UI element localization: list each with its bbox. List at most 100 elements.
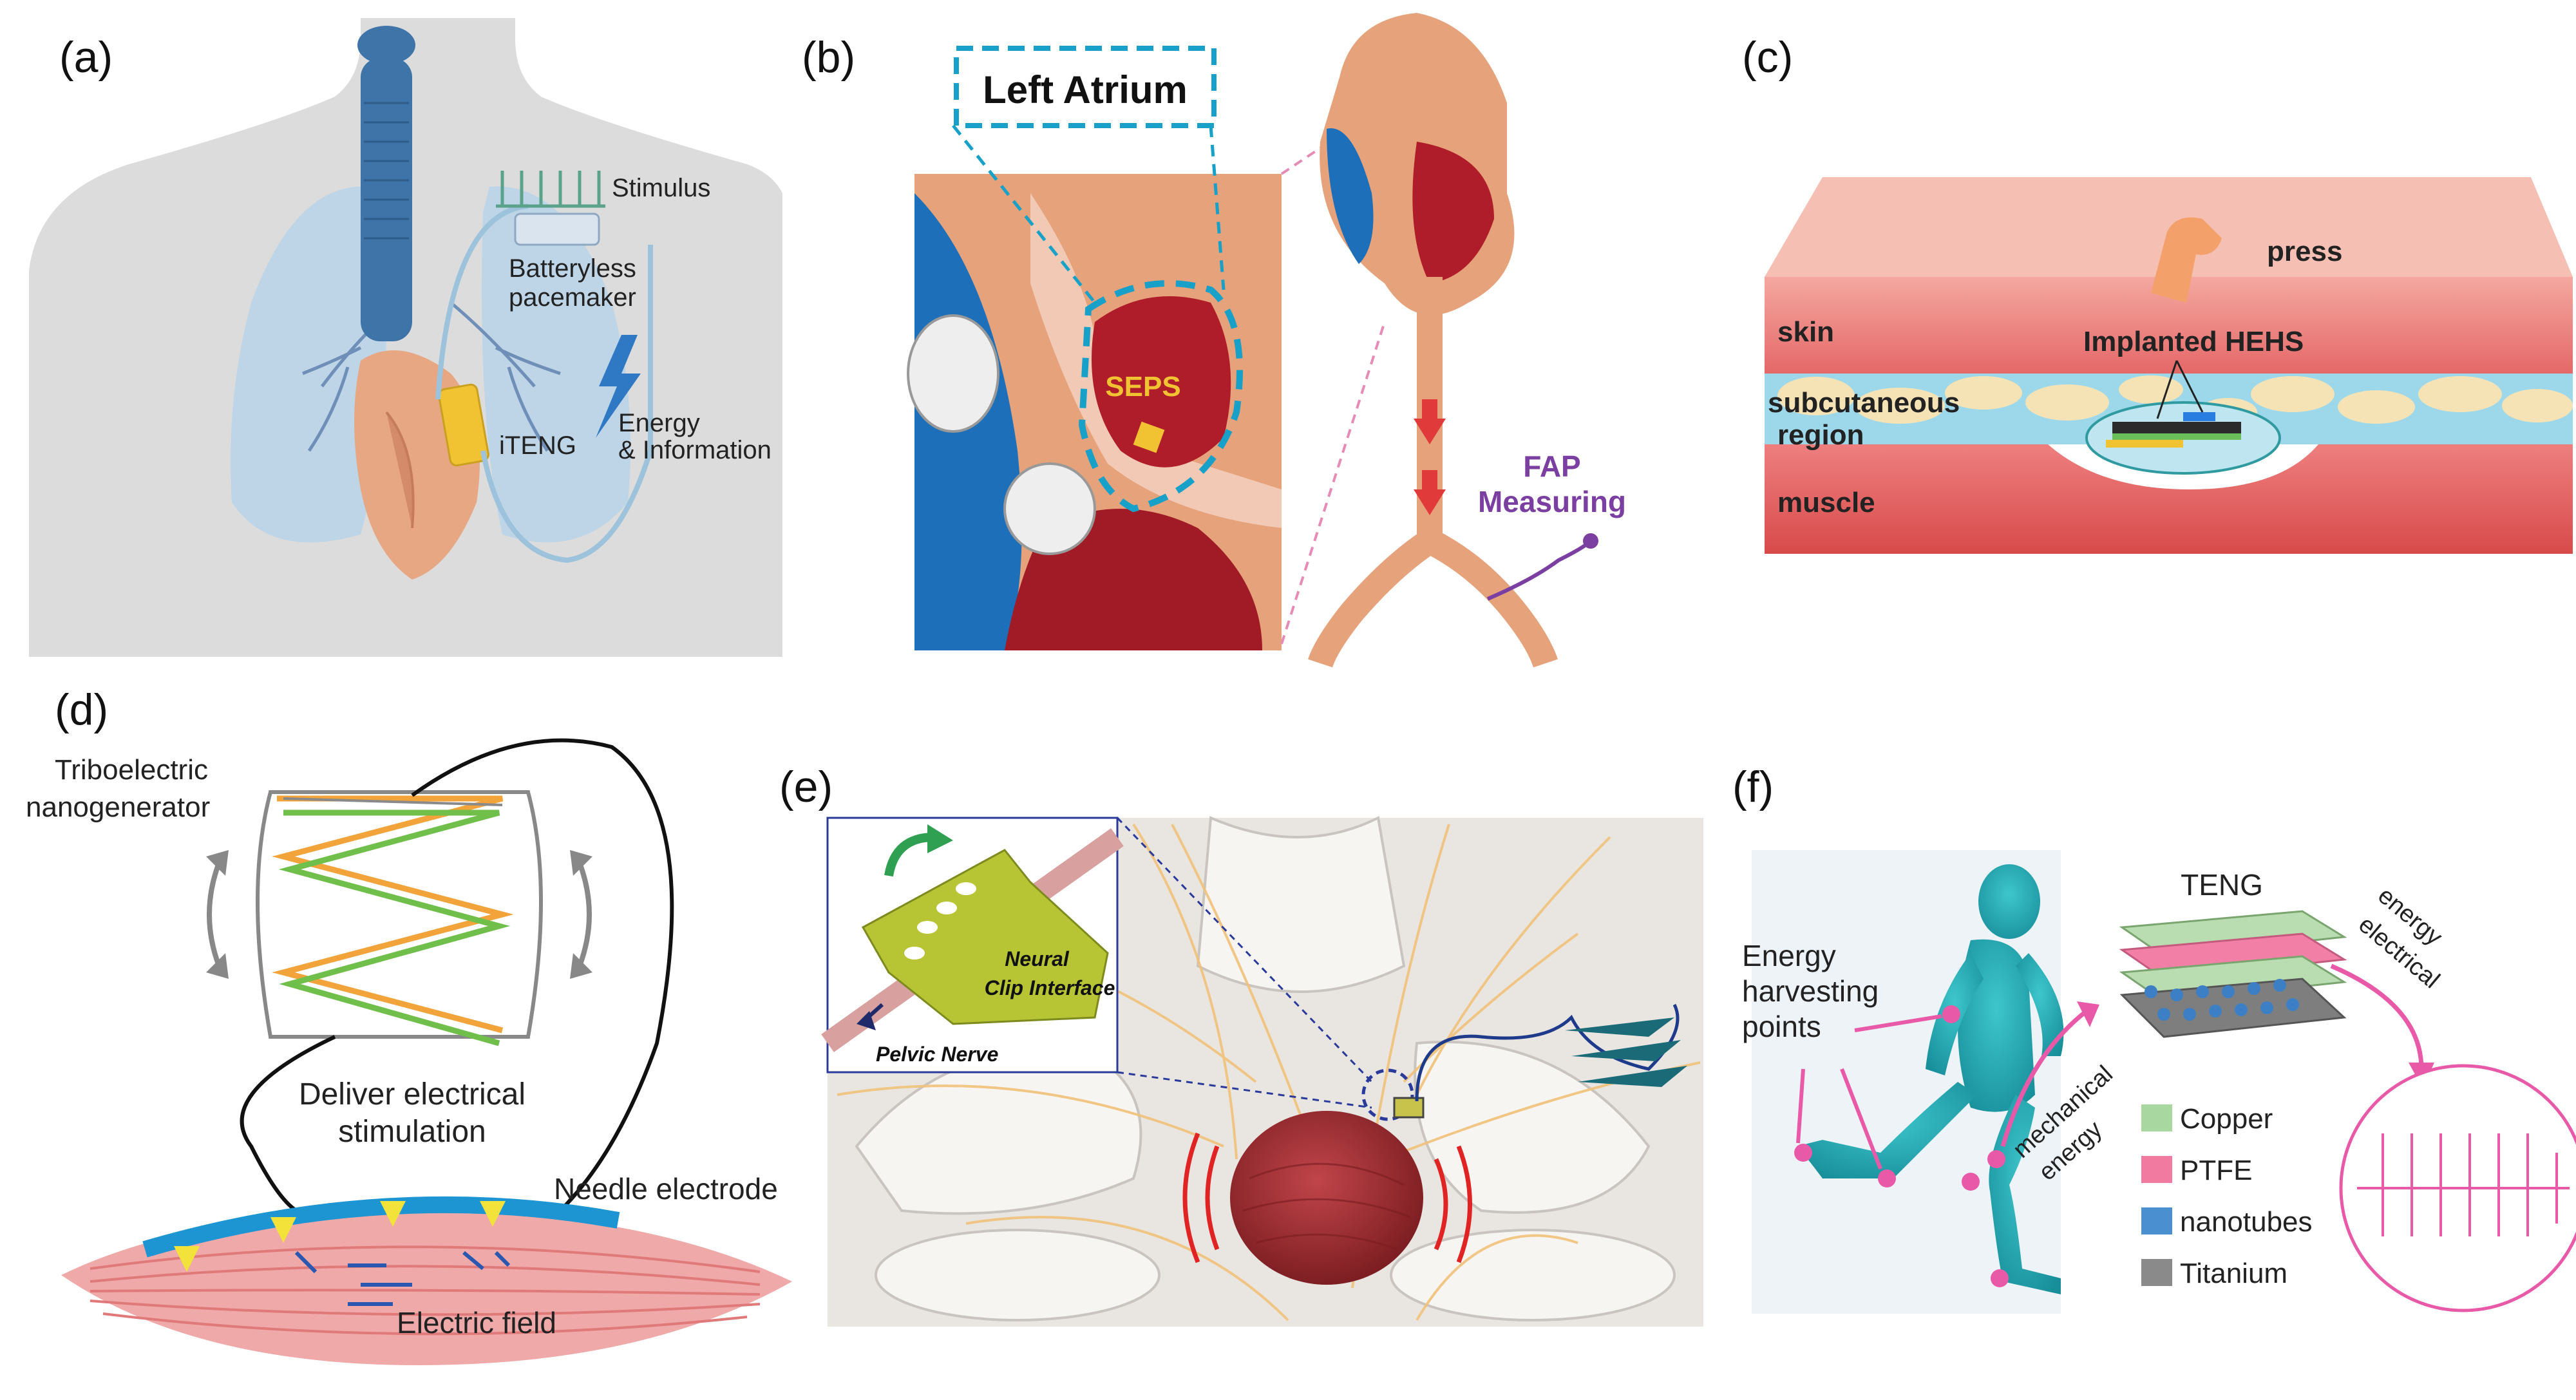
field-label: Electric field — [397, 1306, 556, 1339]
neural-label-2: Clip Interface — [985, 976, 1115, 999]
red-chamber — [1092, 296, 1231, 468]
panel-c: (c) press skin Implanted HEHS subcutaneo… — [1742, 33, 2573, 554]
seps-device — [1133, 421, 1165, 453]
stimulus-pulses — [496, 171, 605, 208]
legend-item-ptfe: PTFE — [2141, 1155, 2252, 1186]
panel-b: (b) Left Atrium SEPS FAP Measuring — [802, 13, 1626, 668]
teng-frame — [256, 790, 543, 1039]
legend-item-titanium: Titanium — [2141, 1258, 2287, 1289]
left-atrium-label: Left Atrium — [983, 68, 1188, 111]
energy-label-1: Energy — [618, 409, 700, 437]
field-lines — [294, 1251, 511, 1306]
mechanical-arrow — [2000, 1009, 2088, 1147]
left-atrium-box — [954, 46, 1217, 128]
harvest-label-1: Energy — [1742, 939, 1836, 972]
harvest-label-2: harvesting — [1742, 974, 1879, 1008]
fap-label-1: FAP — [1523, 449, 1580, 483]
atrium-dashed-outline — [1078, 280, 1243, 513]
pacemaker-device — [514, 213, 600, 246]
runner-figure — [1797, 864, 2064, 1294]
bladder — [1230, 1111, 1423, 1285]
press-label: press — [2267, 236, 2342, 267]
pelvic-label: Pelvic Nerve — [876, 1043, 998, 1066]
teng-label-2: nanogenerator — [26, 791, 210, 823]
harvest-points — [1794, 1005, 2009, 1287]
fap-label-2: Measuring — [1478, 485, 1626, 518]
right-lung — [482, 186, 631, 543]
neural-clip — [861, 849, 1109, 1025]
iteng-wire — [480, 245, 653, 563]
implanted-label: Implanted HEHS — [2083, 326, 2304, 357]
clip-location — [1361, 1068, 1414, 1121]
flow-arrows — [1414, 399, 1446, 515]
subcutaneous-label-1: subcutaneous — [1768, 387, 1960, 419]
skin-top-face — [1765, 177, 2573, 277]
muscle-fibers — [90, 1245, 761, 1336]
svg-text:nanotubes: nanotubes — [2180, 1206, 2313, 1238]
panel-b-label: (b) — [802, 33, 855, 82]
valve-2 — [1003, 462, 1096, 555]
subcutaneous-label-2: region — [1777, 419, 1864, 451]
compress-arrows — [206, 850, 592, 979]
muscle-label: muscle — [1777, 487, 1875, 518]
output-wire-left — [240, 1035, 336, 1213]
legend-item-nanotubes: nanotubes — [2141, 1206, 2313, 1238]
panel-a: (a) — [29, 18, 782, 657]
seps-label: SEPS — [1105, 371, 1180, 402]
harvest-arrows — [1796, 1014, 1942, 1170]
output-wire-right — [411, 738, 674, 1213]
fat-cells — [1777, 375, 2573, 426]
neural-label-1: Neural — [1005, 947, 1070, 970]
panel-e: (e) — [779, 762, 1703, 1327]
panel-f-label: (f) — [1732, 762, 1774, 811]
voltage-spikes — [2357, 1133, 2570, 1236]
hehs-device — [2106, 412, 2241, 448]
legend-item-copper: Copper — [2141, 1103, 2273, 1135]
material-legend: Copper PTFE nanotubes Titanium — [2141, 1103, 2313, 1289]
teng-label-1: Triboelectric — [55, 754, 208, 786]
heart-blue — [1327, 128, 1374, 264]
teng-label: TENG — [2181, 868, 2263, 902]
teng-zigzag — [272, 795, 514, 1046]
pacemaker-label-1: Batteryless — [509, 254, 636, 283]
artery-branch — [1308, 529, 1558, 668]
teng-device-e — [1565, 1017, 1687, 1087]
deliver-label-2: stimulation — [338, 1115, 486, 1149]
harvest-label-3: points — [1742, 1010, 1821, 1043]
finger-icon — [2151, 217, 2222, 303]
skin-label: skin — [1777, 316, 1834, 348]
panel-f: (f) Energy harvesting points mechanical … — [1732, 762, 2576, 1314]
electrical-arrow — [2330, 963, 2424, 1070]
pelvic-bones — [855, 816, 1676, 1321]
stimulus-label: Stimulus — [612, 174, 710, 202]
activation-arcs — [1182, 1132, 1472, 1263]
pacemaker-label-2: pacemaker — [509, 283, 636, 312]
valve-1 — [907, 314, 999, 433]
svg-text:PTFE: PTFE — [2180, 1155, 2252, 1186]
iteng-label: iTENG — [499, 431, 576, 460]
energy-label-2: & Information — [618, 436, 772, 464]
deliver-label-1: Deliver electrical — [299, 1077, 526, 1111]
panel-d-label: (d) — [55, 685, 108, 734]
muscle-layer — [1765, 444, 2573, 554]
pacemaker-lead — [435, 203, 529, 400]
iteng-device — [438, 383, 489, 467]
svg-text:Copper: Copper — [2180, 1103, 2273, 1135]
clip-device — [1393, 1097, 1425, 1119]
panel-d: (d) Triboelectric nanogenerator Deliver … — [26, 685, 792, 1365]
needle-label: Needle electrode — [554, 1172, 778, 1206]
panel-a-label: (a) — [59, 33, 113, 82]
left-lung — [231, 186, 388, 543]
energy-bolt-icon — [596, 335, 641, 438]
needle-tips — [174, 1201, 506, 1272]
rotate-arrow-icon — [884, 833, 934, 877]
trachea-rings — [364, 102, 409, 240]
teng-stack — [2119, 910, 2347, 1038]
panel-e-label: (e) — [779, 762, 833, 811]
panel-c-label: (c) — [1742, 33, 1793, 82]
fap-probe — [1486, 539, 1593, 601]
thyroid — [357, 26, 415, 64]
heart-red — [1412, 142, 1494, 283]
svg-text:Titanium: Titanium — [2180, 1258, 2287, 1289]
